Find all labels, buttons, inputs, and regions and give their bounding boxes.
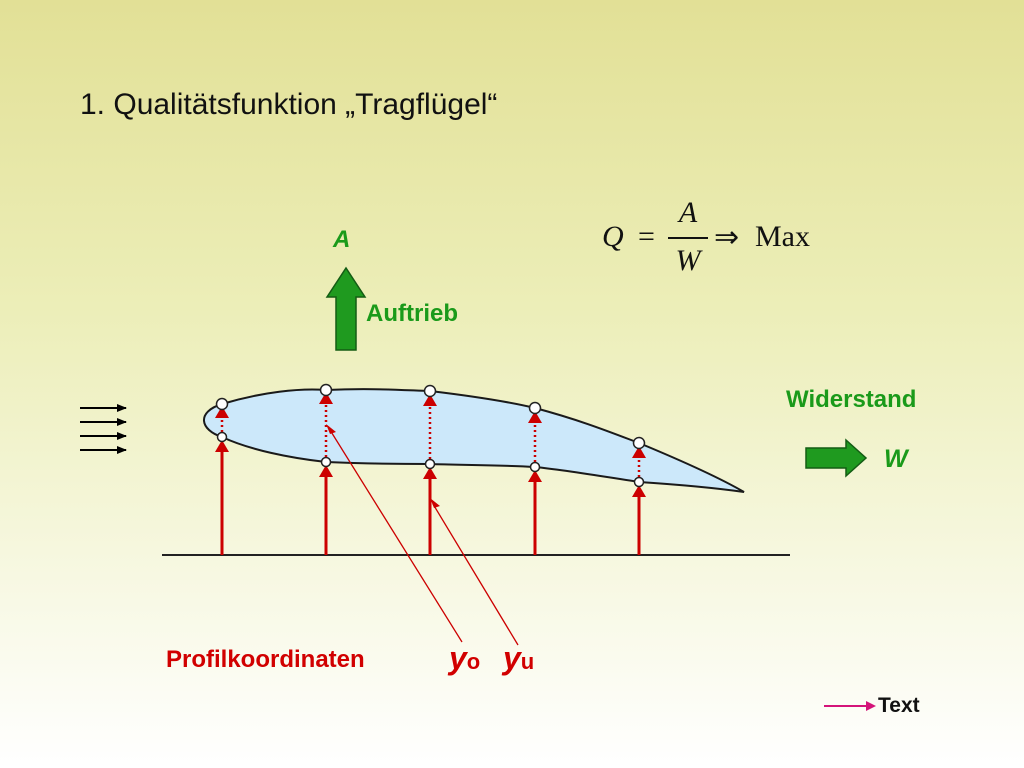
formula-q: Q xyxy=(602,220,624,253)
y-upper-sub: o xyxy=(466,649,481,674)
y-lower-sub: u xyxy=(520,649,535,674)
airfoil-shape xyxy=(203,388,745,493)
right-arrow-icon xyxy=(805,438,868,478)
formula-implies: ⇒ xyxy=(714,221,740,254)
formula-denominator: W xyxy=(675,244,701,277)
text-link[interactable]: Text xyxy=(824,694,944,720)
lift-label: Auftrieb xyxy=(366,300,458,327)
up-arrow-icon xyxy=(325,266,367,351)
profile-coordinates-label: Profilkoordinaten xyxy=(166,646,365,673)
profile-coordinate-arrows xyxy=(215,383,646,555)
text-link-label: Text xyxy=(878,694,920,717)
y-lower-label: yu xyxy=(503,640,534,677)
drag-label: Widerstand xyxy=(786,386,917,413)
yu-pointer-line xyxy=(432,503,519,646)
yo-pointer-line xyxy=(329,429,463,643)
lift-symbol: A xyxy=(333,226,351,253)
y-upper-label: yo xyxy=(449,640,480,677)
formula-equals: = xyxy=(638,220,655,253)
drag-symbol: W xyxy=(884,445,908,473)
formula-numerator: A xyxy=(678,196,698,229)
y-upper-main: y xyxy=(449,640,467,676)
right-arrows-icon xyxy=(80,404,127,454)
slide-title: 1. Qualitätsfunktion „Tragflügel“ xyxy=(80,88,498,121)
y-lower-main: y xyxy=(503,640,521,676)
formula-target: Max xyxy=(755,220,810,253)
arrow-right-icon xyxy=(824,701,876,711)
fraction-bar xyxy=(668,237,708,239)
